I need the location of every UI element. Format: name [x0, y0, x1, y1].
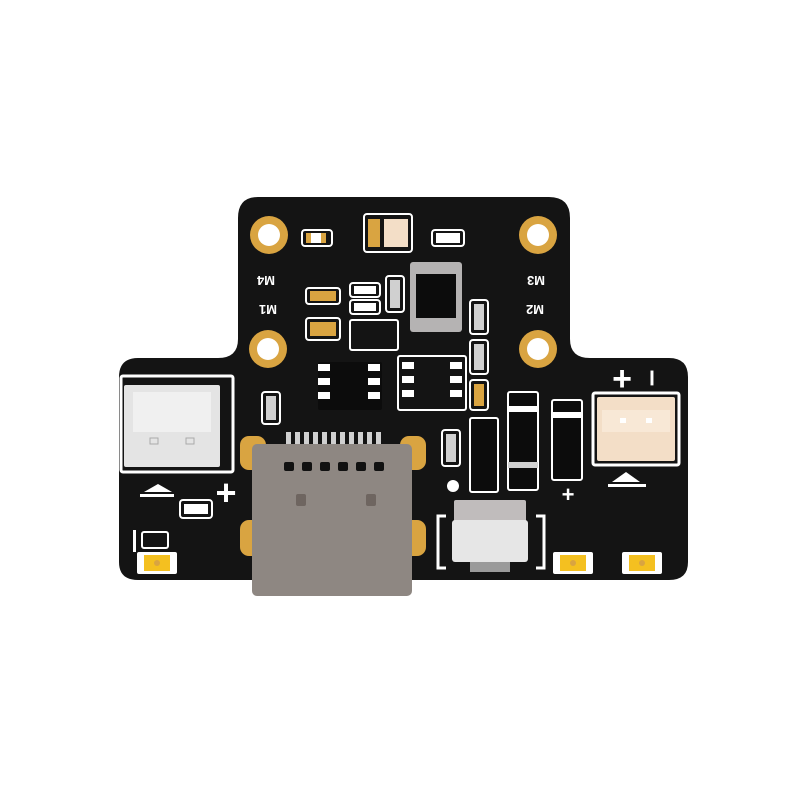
- smd-resistor: [179, 499, 213, 519]
- ic-chip: [349, 319, 399, 351]
- silk-bar: [140, 494, 174, 497]
- label-m1: M1: [259, 302, 277, 317]
- label-m3: M3: [527, 273, 545, 288]
- right-minus-label: –: [637, 370, 670, 387]
- smd-resistor: [469, 339, 489, 375]
- mosfet-chip: [397, 355, 467, 411]
- triangle-arrow-icon: [144, 484, 172, 492]
- label-m4: M4: [256, 273, 275, 288]
- inductor: [410, 262, 462, 332]
- led-left: [137, 552, 177, 574]
- smd-resistor: [441, 429, 461, 467]
- led-middle: [553, 552, 593, 574]
- usb-c-port-icon: [240, 432, 426, 596]
- led-right: [622, 552, 662, 574]
- smd-resistor: [301, 229, 333, 247]
- smd-resistor: [431, 229, 465, 247]
- mosfet-chip: [318, 362, 382, 410]
- battery-connector-left: [119, 374, 235, 474]
- mounting-hole-icon: [250, 216, 288, 254]
- diode: [469, 417, 499, 493]
- smd-resistor: [469, 379, 489, 411]
- smd-capacitor: [363, 213, 413, 253]
- label-m2: M2: [526, 302, 544, 317]
- silk-mark: [141, 531, 169, 549]
- diode: [551, 399, 583, 481]
- smd-resistor: [349, 282, 381, 298]
- silk-mark: [133, 530, 136, 552]
- left-plus-label: +: [215, 472, 236, 513]
- smd-resistor: [385, 275, 405, 313]
- bottom-plus-label: +: [562, 482, 575, 507]
- triangle-arrow-icon: [612, 472, 640, 482]
- silk-bar: [608, 484, 646, 487]
- smd-resistor: [349, 299, 381, 315]
- smd-capacitor: [305, 317, 341, 341]
- slide-switch: [436, 500, 546, 572]
- mounting-hole-icon: [249, 330, 287, 368]
- battery-connector-right: [591, 391, 681, 467]
- smd-resistor: [305, 287, 341, 305]
- diode: [507, 391, 539, 491]
- mounting-hole-icon: [519, 216, 557, 254]
- right-plus-label: +: [612, 360, 632, 398]
- smd-resistor: [469, 299, 489, 335]
- mounting-hole-icon: [519, 330, 557, 368]
- silk-dot: [447, 480, 459, 492]
- smd-resistor: [261, 391, 281, 425]
